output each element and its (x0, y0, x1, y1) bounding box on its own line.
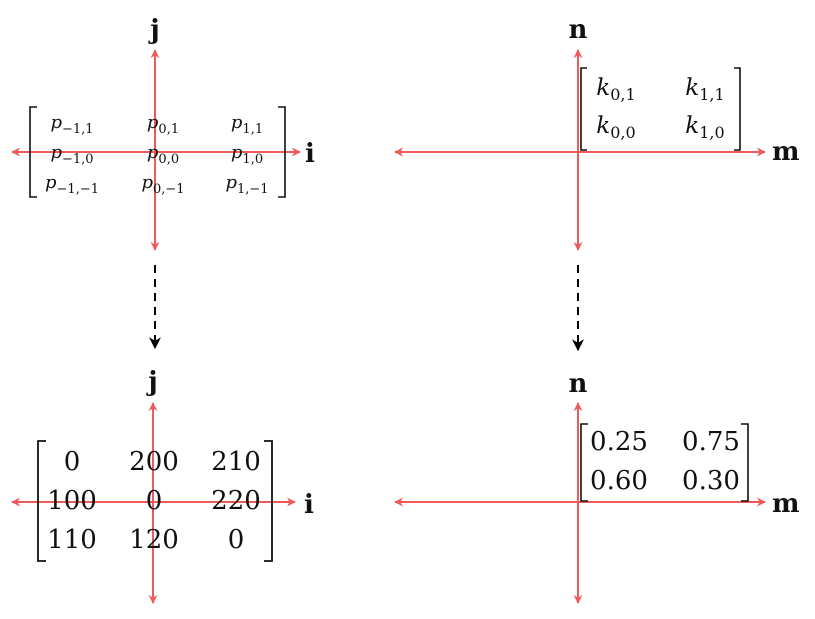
matrix-bracket-right-top-right (734, 67, 741, 151)
matrix-cell-subscript: 0,1 (158, 122, 179, 137)
matrix-cell-subscript: 1,1 (242, 122, 263, 137)
matrix-cell-subscript: 1,0 (699, 123, 724, 142)
matrix-cell-base: p (50, 142, 62, 163)
x-axis-label-bottom-left: i (304, 490, 314, 520)
matrix-cell: p−1,−1 (45, 172, 99, 197)
matrix-cell: 0.75 (682, 427, 740, 457)
matrix-cell: 110 (47, 525, 97, 555)
matrix-cell: 100 (47, 486, 97, 516)
matrix-cell-subscript: 1,−1 (237, 182, 269, 197)
matrix-cell: 0 (64, 447, 81, 477)
matrix-cell-base: p (231, 112, 243, 133)
matrix-cell: p−1,1 (50, 112, 93, 137)
matrix-cell: 0.30 (682, 466, 740, 496)
matrix-cell-base: p (231, 142, 243, 163)
y-axis-label-top-right: n (569, 15, 588, 45)
matrix-cell: p1,1 (231, 112, 263, 137)
matrix-cells-bottom-left: 0 200 210 100 0 220 110 120 0 (47, 447, 261, 555)
matrix-bracket-right-top-left (278, 106, 286, 198)
y-axis-label-bottom-right: n (569, 369, 588, 399)
matrix-cell: 120 (129, 525, 179, 555)
matrix-cell: 220 (211, 486, 261, 516)
matrix-bracket-left-top-right (580, 67, 587, 151)
matrix-cell: k1,1 (685, 75, 724, 104)
y-axis-label-top-left: j (148, 15, 159, 45)
matrix-cell-subscript: 1,1 (699, 85, 724, 104)
panel-bottom-right: n m 0.25 0.75 0.60 0.30 (394, 369, 800, 604)
panel-bottom-left: j i 0 200 210 100 0 220 110 120 0 (11, 367, 314, 604)
matrix-cell-subscript: 0,1 (610, 85, 635, 104)
matrix-bracket-left-top-left (29, 106, 37, 198)
matrix-cell: p−1,0 (50, 142, 93, 167)
matrix-cell-subscript: −1,1 (62, 122, 94, 137)
matrix-cell-base: p (225, 172, 237, 193)
matrix-cell-base: k (596, 113, 610, 139)
matrix-bracket-right-bottom-right (741, 423, 749, 502)
matrix-cell-base: p (141, 172, 153, 193)
matrix-cell-base: p (50, 112, 62, 133)
matrix-cell: 0 (146, 486, 163, 516)
matrix-cell-subscript: 0,0 (610, 123, 635, 142)
x-axis-label-bottom-right: m (772, 489, 800, 519)
matrix-cell-base: p (45, 172, 57, 193)
matrix-cell-subscript: 0,0 (158, 152, 179, 167)
matrix-cell: 0 (228, 525, 245, 555)
matrix-cell-subscript: −1,−1 (57, 182, 99, 197)
matrix-cell-base: p (147, 112, 159, 133)
matrix-bracket-right-bottom-left (264, 440, 273, 562)
matrix-cell-base: k (685, 113, 699, 139)
matrix-cells-bottom-right: 0.25 0.75 0.60 0.30 (590, 427, 740, 496)
matrix-cell: k0,0 (596, 113, 635, 142)
matrix-cell: 0.60 (590, 466, 648, 496)
matrix-cell-subscript: 1,0 (242, 152, 263, 167)
matrix-cell: p0,0 (147, 142, 179, 167)
y-axis-label-bottom-left: j (146, 367, 157, 397)
matrix-cell: p0,1 (147, 112, 179, 137)
matrix-cell: 200 (129, 447, 179, 477)
matrix-cell: 210 (211, 447, 261, 477)
matrix-cell: p0,−1 (141, 172, 184, 197)
matrix-cell-base: p (147, 142, 159, 163)
matrix-bracket-left-bottom-left (37, 440, 46, 562)
matrix-cell: p1,0 (231, 142, 263, 167)
matrix-cell: p1,−1 (225, 172, 268, 197)
matrix-cell-base: k (596, 75, 610, 101)
matrix-cell: k1,0 (685, 113, 724, 142)
matrix-cell-base: k (685, 75, 699, 101)
matrix-bracket-left-bottom-right (580, 423, 588, 502)
x-axis-label-top-left: i (305, 139, 315, 169)
x-axis-label-top-right: m (772, 137, 800, 167)
matrix-cell-subscript: −1,0 (62, 152, 94, 167)
matrix-cell: k0,1 (596, 75, 635, 104)
matrix-cell: 0.25 (590, 427, 648, 457)
matrix-cell-subscript: 0,−1 (153, 182, 185, 197)
